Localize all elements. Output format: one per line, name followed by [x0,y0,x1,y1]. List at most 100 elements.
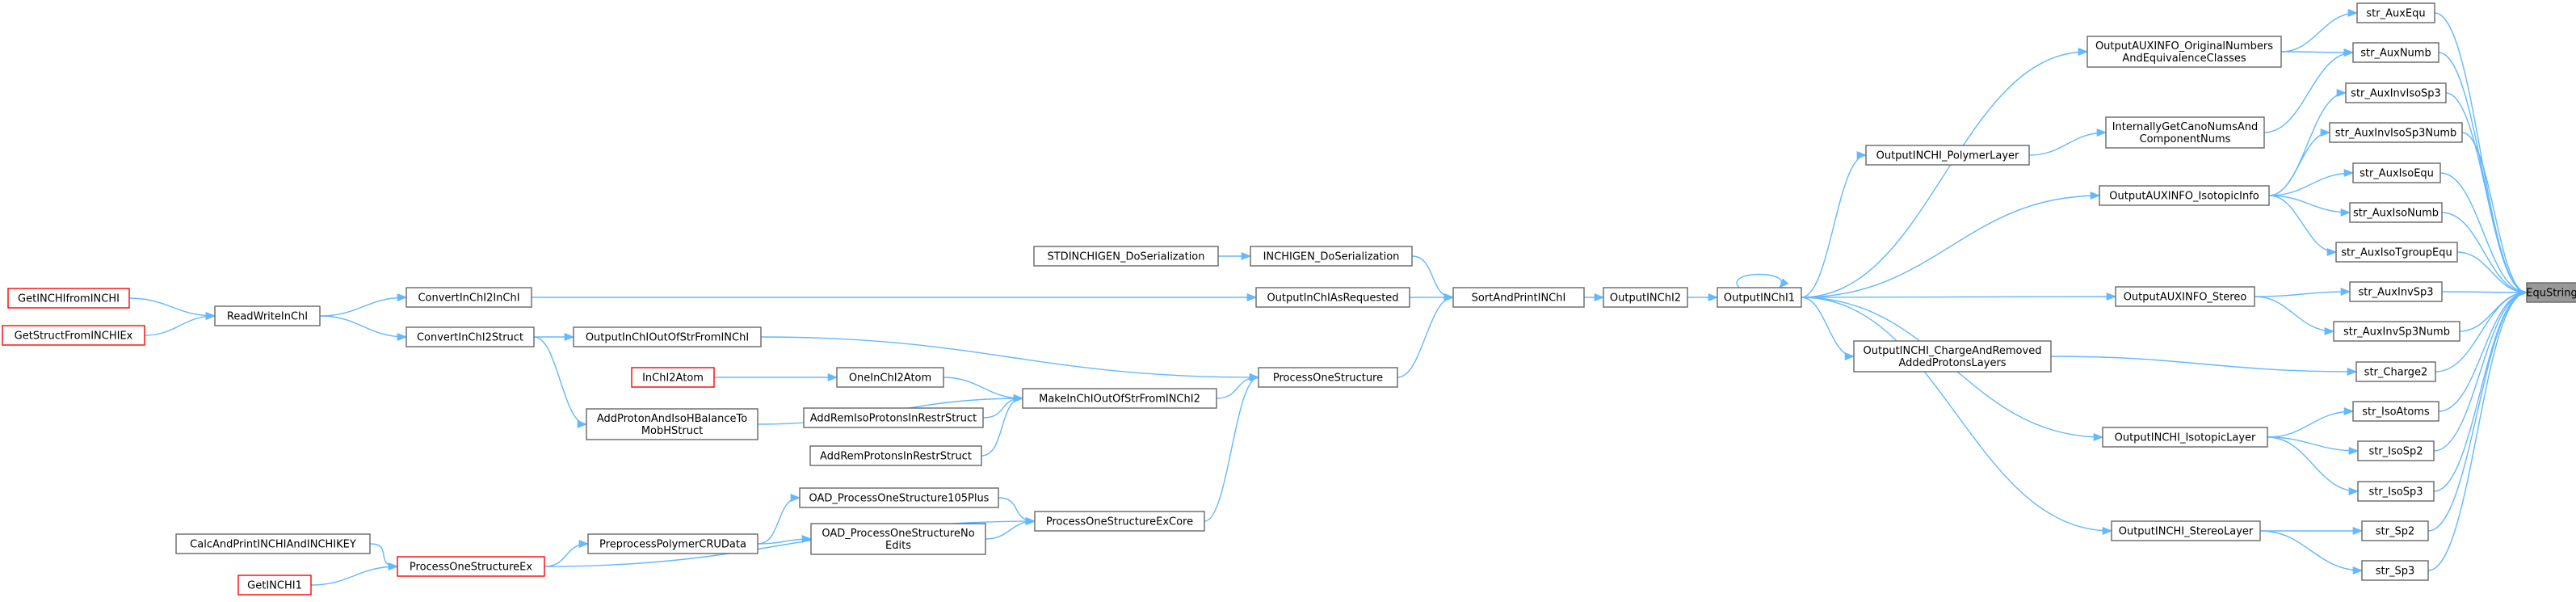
node-label: OutputAUXINFO_Stereo [2124,292,2247,304]
node-makeinchioutofstr[interactable]: MakeInChIOutOfStrFromINChI2 [1022,388,1217,409]
node-outputinchi2[interactable]: OutputINChI2 [1603,287,1688,308]
node-outputinchi1[interactable]: OutputINChI1 [1717,287,1802,308]
node-label: AddedProtonsLayers [1898,357,2006,369]
node-label: ProcessOneStructure [1273,373,1383,385]
node-stdinchigen-doserialization[interactable]: STDINCHIGEN_DoSerialization [1033,246,1219,267]
edge-outputinchi-stereolayer-to-str-sp3 [2259,530,2364,575]
node-label: str_AuxIsoTgroupEqu [2341,247,2452,259]
edge-calcandprintinchiandinchikey-to-processonestructureex [369,543,399,571]
node-outputinchi-stereolayer[interactable]: OutputINCHI_StereoLayer [2111,520,2261,541]
edge-getinchifrominchi-to-readwriteinchi [128,297,216,321]
edge-str-charge2-to-equstring [2435,288,2528,373]
edge-outputinchi1-to-outputinchi-chargeandremoved [1801,297,1855,361]
edge-str-isoatoms-to-equstring [2438,288,2528,412]
node-label: str_AuxIsoNumb [2353,208,2439,220]
node-processonestructureexcore[interactable]: ProcessOneStructureExCore [1034,511,1205,532]
node-str-isoatoms[interactable]: str_IsoAtoms [2352,401,2439,422]
edge-outputinchi1-to-outputinchi-polymerlayer [1801,151,1868,298]
node-getinchifrominchi[interactable]: GetINCHIfromINCHI [7,288,130,309]
node-outputinchioutofstrfrominchi[interactable]: OutputInChIOutOfStrFromINChI [573,326,762,347]
node-convertinchi2inchi[interactable]: ConvertInChI2InChI [406,287,532,308]
edge-internallygetcanonums-to-str-auxnumb [2263,48,2355,133]
node-str-auxequ[interactable]: str_AuxEqu [2356,2,2435,23]
node-box [836,367,944,388]
node-str-sp2[interactable]: str_Sp2 [2361,520,2429,541]
node-box [1022,388,1217,409]
node-box [2,325,145,346]
node-box [2335,242,2458,263]
edge-outputauxinfo-originalnumbers-to-str-auxnumb [2280,48,2355,57]
node-sortandprintinchi[interactable]: SortAndPrintINChI [1452,287,1585,308]
node-outputinchi-polymerlayer[interactable]: OutputINCHI_PolymerLayer [1865,145,2030,166]
node-oneinchi2atom[interactable]: OneInChI2Atom [836,367,944,388]
node-convertinchi2struct[interactable]: ConvertInChI2Struct [406,326,535,347]
node-str-auxisotgroupequ[interactable]: str_AuxIsoTgroupEqu [2335,242,2458,263]
edge-outputinchi-polymerlayer-to-internallygetcanonums [2028,128,2107,156]
node-outputinchi-isotopiclayer[interactable]: OutputINCHI_IsotopicLayer [2102,427,2268,448]
node-label: str_AuxInvIsoSp3Numb [2335,128,2457,140]
node-label: OutputAUXINFO_IsotopicInfo [2109,191,2259,203]
node-outputinchi-chargeandremoved[interactable]: OutputINCHI_ChargeAndRemovedAddedProtons… [1853,340,2052,373]
node-str-auxinvisosp3numb[interactable]: str_AuxInvIsoSp3Numb [2329,122,2463,143]
node-label: str_AuxIsoEqu [2360,168,2434,180]
node-processonestructureex[interactable]: ProcessOneStructureEx [397,556,545,577]
node-addremisoprotons[interactable]: AddRemIsoProtonsInRestrStruct [803,407,984,428]
node-addremprotons[interactable]: AddRemProtonsInRestrStruct [809,445,982,466]
node-calcandprintinchiandinchikey[interactable]: CalcAndPrintINCHIAndINCHIKEY [175,533,371,554]
node-label: AndEquivalenceClasses [2122,53,2246,65]
edge-processonestructureexcore-to-processonestructure [1204,373,1260,522]
node-outputauxinfo-stereo[interactable]: OutputAUXINFO_Stereo [2115,286,2255,307]
node-label: MakeInChIOutOfStrFromINChI2 [1039,394,1200,406]
node-outputinchiasrequested[interactable]: OutputInChIAsRequested [1255,287,1410,308]
node-box [2352,162,2441,183]
node-label: PreprocessPolymerCRUData [599,539,746,551]
node-getstructfrominchiex[interactable]: GetStructFromINCHIEx [2,325,145,346]
node-label: OutputInChIOutOfStrFromINChI [586,332,749,344]
node-box [2086,36,2282,68]
node-str-auxnumb[interactable]: str_AuxNumb [2352,42,2439,63]
node-preprocesspolymercrudata[interactable]: PreprocessPolymerCRUData [587,533,759,554]
node-str-charge2[interactable]: str_Charge2 [2355,361,2436,382]
edge-layer [128,8,2528,586]
node-equstring[interactable]: EquString [2526,282,2576,303]
node-box [799,487,999,508]
node-label: str_AuxInvSp3 [2358,287,2433,299]
node-outputauxinfo-originalnumbers[interactable]: OutputAUXINFO_OriginalNumbersAndEquivale… [2086,36,2282,68]
node-readwriteinchi[interactable]: ReadWriteInChI [214,305,321,326]
node-str-isosp3[interactable]: str_IsoSp3 [2357,481,2435,502]
edge-str-auxisotgroupequ-to-equstring [2456,251,2528,297]
edge-outputinchioutofstrfrominchi-to-processonestructure [760,336,1260,382]
node-box [2105,116,2265,149]
node-outputauxinfo-isotopicinfo[interactable]: OutputAUXINFO_IsotopicInfo [2099,185,2270,206]
edge-outputauxinfo-originalnumbers-to-str-auxequ [2280,8,2359,53]
node-box [1717,287,1802,308]
node-box [2355,361,2436,382]
node-processonestructure[interactable]: ProcessOneStructure [1258,367,1398,388]
node-box [214,305,321,326]
node-getinchi1[interactable]: GetINCHI1 [237,575,312,596]
node-oad-processonestructure105plus[interactable]: OAD_ProcessOneStructure105Plus [799,487,999,508]
edge-oneinchi2atom-to-makeinchioutofstr [943,377,1024,403]
edge-convertinchi2struct-to-addprotonandisohbalance [533,336,588,428]
node-label: AddProtonAndIsoHBalanceTo [597,413,747,425]
node-inchi2atom[interactable]: InChI2Atom [631,367,715,388]
node-str-auxinvsp3numb[interactable]: str_AuxInvSp3Numb [2333,321,2460,342]
node-label: ConvertInChI2InChI [418,293,519,305]
node-str-auxisoequ[interactable]: str_AuxIsoEqu [2352,162,2441,183]
node-str-isosp2[interactable]: str_IsoSp2 [2357,440,2435,461]
node-box [2352,401,2439,422]
node-str-auxisonumb[interactable]: str_AuxIsoNumb [2349,202,2443,223]
node-str-auxinvisosp3[interactable]: str_AuxInvIsoSp3 [2345,82,2447,103]
node-box [237,575,312,596]
node-str-sp3[interactable]: str_Sp3 [2361,560,2429,581]
node-inchigen-doserialization[interactable]: INCHIGEN_DoSerialization [1250,246,1413,267]
edge-outputauxinfo-isotopicinfo-to-str-auxisoequ [2268,168,2355,196]
node-label: str_Sp3 [2376,566,2415,578]
node-label: AddRemProtonsInRestrStruct [820,451,972,463]
edge-outputinchi-isotopiclayer-to-str-isoatoms [2267,406,2355,438]
node-box [1255,287,1410,308]
node-str-auxinvsp3[interactable]: str_AuxInvSp3 [2349,281,2443,302]
